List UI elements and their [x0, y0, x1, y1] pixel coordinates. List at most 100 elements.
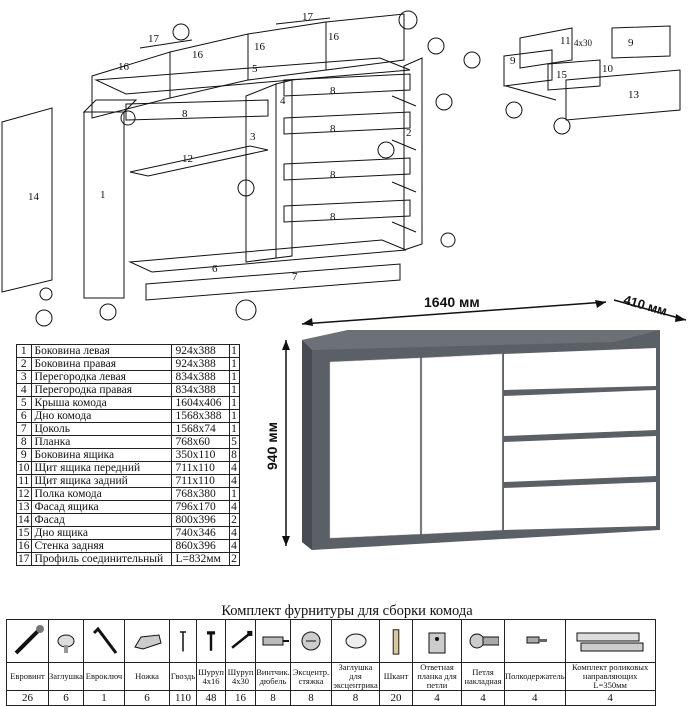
door-panel — [1, 107, 53, 293]
foot-icon — [124, 619, 170, 663]
hardware-qty: 110 — [169, 690, 197, 706]
parts-num: 7 — [16, 422, 32, 436]
hardware-name: Шуруп 4x16 — [196, 662, 226, 691]
parts-name: Щит ящика передний — [30, 461, 172, 475]
hardware-name: Заглушка для эксцентрика — [331, 662, 380, 691]
dresser-dimension-drawing — [282, 299, 687, 550]
parts-num: 1 — [16, 344, 32, 358]
parts-name: Дно ящика — [30, 526, 172, 540]
hardware-qty: 48 — [196, 690, 226, 706]
parts-qty: 1 — [228, 383, 240, 397]
svg-text:8: 8 — [330, 123, 336, 135]
hardware-qty: 8 — [331, 690, 380, 706]
parts-size: 924x388 — [170, 357, 230, 371]
screw-4x30-icon — [225, 619, 256, 663]
svg-text:16: 16 — [328, 31, 340, 43]
hardware-name: Евровинт — [6, 662, 49, 691]
svg-text:11: 11 — [560, 35, 571, 47]
parts-num: 15 — [16, 526, 32, 540]
svg-text:12: 12 — [182, 153, 193, 165]
hardware-name: Петля накладная — [461, 662, 505, 691]
parts-name: Перегородка левая — [30, 370, 172, 384]
parts-size: 924x388 — [170, 344, 230, 358]
parts-num: 2 — [16, 357, 32, 371]
svg-text:8: 8 — [330, 85, 336, 97]
hardware-name: Винтчик. дюбель — [255, 662, 291, 691]
svg-text:3: 3 — [250, 131, 256, 143]
parts-qty: 4 — [228, 474, 240, 488]
height-dimension: 940 мм — [264, 422, 280, 470]
parts-name: Крыша комода — [30, 396, 172, 410]
hardware-qty: 4 — [564, 690, 656, 706]
hardware-name: Ответная планка для петли — [412, 662, 462, 691]
parts-num: 5 — [16, 396, 32, 410]
parts-num: 6 — [16, 409, 32, 423]
parts-num: 4 — [16, 383, 32, 397]
svg-text:17: 17 — [148, 33, 160, 45]
parts-size: 768x380 — [170, 487, 230, 501]
parts-size: L=832мм — [170, 552, 230, 566]
dowel-icon — [379, 619, 413, 663]
width-dimension: 1640 мм — [424, 294, 480, 310]
parts-num: 12 — [16, 487, 32, 501]
parts-num: 16 — [16, 539, 32, 553]
hardware-qty: 6 — [124, 690, 170, 706]
parts-name: Планка — [30, 435, 172, 449]
svg-text:15: 15 — [556, 69, 568, 81]
shelf-support-icon — [504, 619, 566, 663]
screw-4x16-icon — [196, 619, 226, 663]
hardware-qty: 4 — [461, 690, 505, 706]
svg-text:13: 13 — [628, 89, 640, 101]
parts-qty: 1 — [228, 422, 240, 436]
parts-num: 8 — [16, 435, 32, 449]
parts-qty: 4 — [228, 500, 240, 514]
svg-text:16: 16 — [118, 61, 130, 73]
hardware-name: Эксцентр. стяжка — [290, 662, 332, 691]
parts-name: Стенка задняя — [30, 539, 172, 553]
cap-icon — [48, 619, 84, 663]
parts-size: 350x110 — [170, 448, 230, 462]
parts-qty: 1 — [228, 344, 240, 358]
hardware-qty: 4 — [504, 690, 566, 706]
hardware-title: Комплект фурнитуры для сборки комода — [221, 603, 473, 619]
hardware-name: Гвоздь — [169, 662, 197, 691]
parts-size: 1604x406 — [170, 396, 230, 410]
screw-dowel-icon — [255, 619, 291, 663]
hardware-name: Евроключ — [83, 662, 125, 691]
svg-text:6: 6 — [212, 263, 218, 275]
parts-size: 711x110 — [170, 474, 230, 488]
parts-size: 1568x388 — [170, 409, 230, 423]
hardware-qty: 1 — [83, 690, 125, 706]
parts-num: 9 — [16, 448, 32, 462]
parts-size: 768x60 — [170, 435, 230, 449]
parts-size: 1568x74 — [170, 422, 230, 436]
svg-text:4: 4 — [280, 95, 286, 107]
svg-text:8: 8 — [330, 211, 336, 223]
hardware-name: Ножка — [124, 662, 170, 691]
parts-num: 3 — [16, 370, 32, 384]
parts-num: 10 — [16, 461, 32, 475]
svg-text:5: 5 — [252, 63, 258, 75]
parts-size: 796x170 — [170, 500, 230, 514]
svg-text:8: 8 — [330, 169, 336, 181]
parts-qty: 2 — [228, 552, 240, 566]
drawer-slide-icon — [564, 619, 656, 663]
hardware-name: Полкодержатель — [504, 662, 566, 691]
nail-icon — [169, 619, 197, 663]
svg-text:17: 17 — [302, 11, 314, 23]
